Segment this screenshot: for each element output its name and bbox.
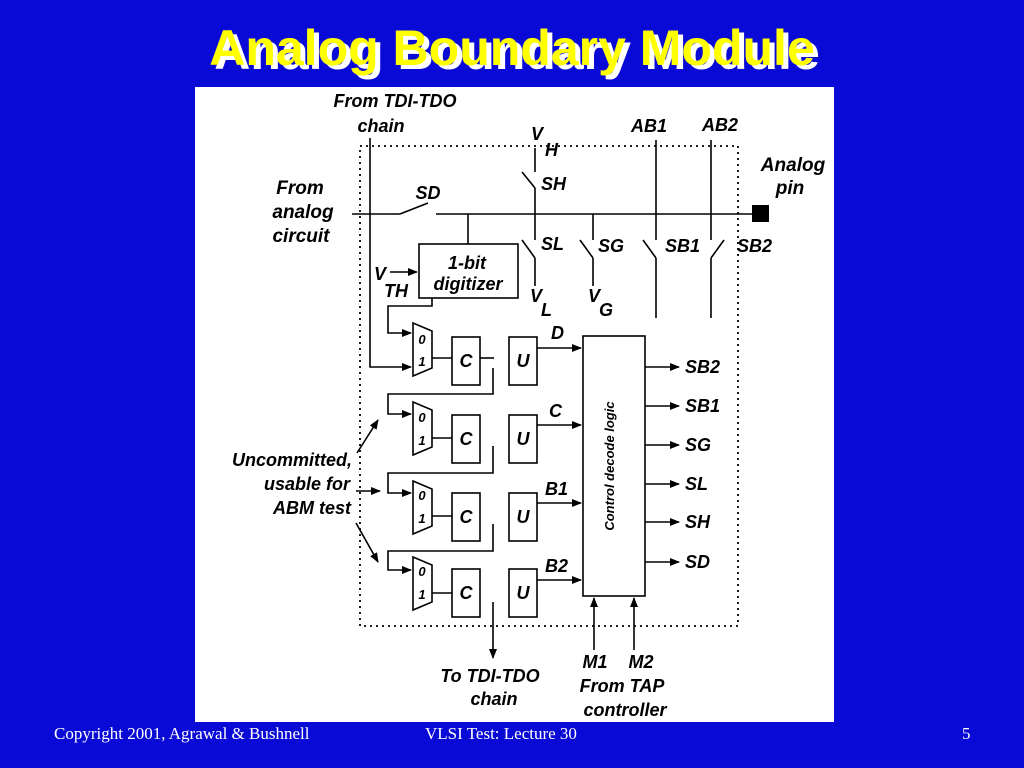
signal-b2-label: B2 [545, 556, 568, 576]
sb2-switch [710, 239, 725, 259]
uncommitted-label-l2: usable for [264, 474, 351, 494]
mux-4-one: 1 [418, 587, 425, 602]
to-tdi-label-l1: To TDI-TDO [440, 666, 539, 686]
sh-switch [521, 171, 536, 189]
mux-1-zero: 0 [418, 332, 426, 347]
out-sd-label: SD [685, 552, 710, 572]
mux-1 [412, 321, 433, 378]
reg-c-2-label: C [460, 429, 474, 449]
signal-c-label: C [549, 401, 563, 421]
reg-u-4 [508, 568, 538, 618]
sb1-switch [642, 239, 657, 259]
mux-4 [412, 555, 433, 612]
reg-u-3-label: U [517, 507, 531, 527]
module-boundary [359, 145, 739, 627]
slide-title-text: Analog Boundary Module [209, 20, 815, 76]
analog-pin-label-l1: Analog [760, 155, 826, 176]
control-decode-logic [582, 335, 646, 597]
mux-2 [412, 400, 433, 457]
from-tdi-label-l2: chain [357, 116, 404, 136]
analog-pin-terminal [752, 205, 769, 222]
vh-label-sub: H [545, 140, 559, 160]
from-analog-label-l2: analog [272, 202, 334, 223]
reg-c-3-label: C [460, 507, 474, 527]
mux-4-zero: 0 [418, 564, 426, 579]
from-tap-label-l2: controller [583, 700, 667, 720]
annot-arrow-mux2 [356, 419, 379, 454]
from-tdi-label-l1: From TDI-TDO [334, 91, 457, 111]
signal-b1-label: B1 [545, 479, 568, 499]
vth-label-sub: TH [384, 281, 409, 301]
reg-c-1 [451, 336, 481, 386]
out-sg-label: SG [685, 435, 711, 455]
footer-lecture: VLSI Test: Lecture 30 [425, 724, 577, 743]
mux-3-one: 1 [418, 511, 425, 526]
reg-c-2 [451, 414, 481, 464]
out-sh-label: SH [685, 512, 711, 532]
ab2-label: AB2 [701, 115, 738, 135]
mux-1-one: 1 [418, 354, 425, 369]
reg-u-2-label: U [517, 429, 531, 449]
vl-label-sub: L [541, 300, 552, 320]
mux-3 [412, 479, 433, 536]
slide-title-shadow: Analog Boundary Module [214, 24, 820, 80]
analog-pin-label-l2: pin [775, 178, 805, 199]
out-sl-label: SL [685, 474, 708, 494]
m1-label: M1 [582, 652, 607, 672]
digitizer-output-wire [387, 298, 433, 337]
sd-label: SD [415, 183, 440, 203]
out-sb1-label: SB1 [685, 396, 720, 416]
digitizer-label-l2: digitizer [433, 274, 503, 294]
sd-switch [399, 202, 429, 215]
sh-label: SH [541, 174, 567, 194]
from-analog-label-l1: From [276, 178, 324, 199]
signal-d-label: D [551, 323, 564, 343]
reg-u-1 [508, 336, 538, 386]
sb2-label: SB2 [737, 236, 772, 256]
mux-2-zero: 0 [418, 410, 426, 425]
reg-c-4-label: C [460, 583, 474, 603]
sg-label: SG [598, 236, 624, 256]
reg-u-4-label: U [517, 583, 531, 603]
abm-diagram-panel: From TDI-TDO chain AB1 AB2 V H SH Analog… [195, 87, 834, 722]
digitizer-label-l1: 1-bit [448, 253, 487, 273]
vh-label-v: V [531, 124, 545, 144]
mux-2-one: 1 [418, 433, 425, 448]
reg-c-3 [451, 492, 481, 542]
sl-label: SL [541, 234, 564, 254]
to-tdi-label-l2: chain [470, 689, 517, 709]
chain-3-to-4 [387, 524, 494, 574]
chain-1-to-2 [387, 368, 494, 418]
ab1-label: AB1 [630, 116, 667, 136]
footer-copyright: Copyright 2001, Agrawal & Bushnell [54, 724, 310, 743]
sl-switch [521, 239, 536, 259]
reg-c-1-label: C [460, 351, 474, 371]
vth-label-v: V [374, 264, 388, 284]
reg-c-4 [451, 568, 481, 618]
reg-u-1-label: U [517, 351, 531, 371]
out-sb2-label: SB2 [685, 357, 720, 377]
chain-2-to-3 [387, 446, 494, 497]
vl-label-v: V [530, 286, 544, 306]
abm-diagram: From TDI-TDO chain AB1 AB2 V H SH Analog… [232, 91, 826, 720]
sb1-label: SB1 [665, 236, 700, 256]
sg-switch [579, 239, 594, 259]
uncommitted-label-l3: ABM test [272, 498, 352, 518]
mux-3-zero: 0 [418, 488, 426, 503]
slide-title: Analog Boundary Module Analog Boundary M… [0, 18, 1024, 88]
reg-u-3 [508, 492, 538, 542]
footer-page-number: 5 [962, 724, 971, 743]
m2-label: M2 [628, 652, 653, 672]
reg-u-2 [508, 414, 538, 464]
vg-label-v: V [588, 286, 602, 306]
vg-label-sub: G [599, 300, 613, 320]
from-tap-label-l1: From TAP [580, 676, 666, 696]
tdi-input-wire [369, 138, 412, 371]
digitizer-box [418, 243, 519, 299]
from-analog-label-l3: circuit [272, 226, 330, 247]
uncommitted-label-l1: Uncommitted, [232, 450, 352, 470]
annot-arrow-mux4 [355, 522, 379, 563]
control-logic-label: Control decode logic [602, 401, 617, 531]
